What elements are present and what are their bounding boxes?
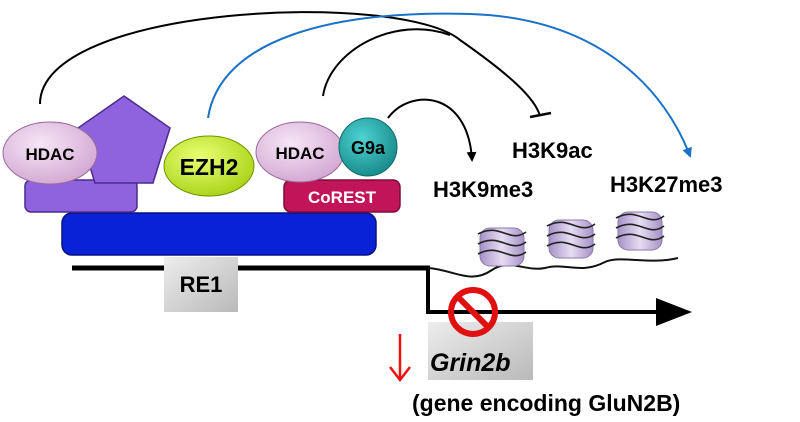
red-down-arrow-icon	[389, 334, 411, 383]
transcription-arrowhead	[656, 298, 692, 326]
nucleosome	[615, 211, 665, 251]
g9a-label: G9a	[351, 138, 386, 158]
rest-pentagon	[77, 95, 171, 184]
h3k9me3-label: H3K9me3	[433, 177, 533, 202]
gene-description: (gene encoding GluN2B)	[412, 390, 680, 416]
g9a-circle	[338, 117, 398, 177]
ezh2-oval	[163, 135, 255, 197]
grin2b-label: Grin2b	[430, 349, 511, 377]
scaffold-base	[24, 179, 138, 213]
hdac-left-oval	[2, 121, 98, 185]
inhibition-bar	[529, 111, 552, 119]
nucleosome	[477, 227, 527, 267]
h3k27me3-label: H3K27me3	[610, 172, 723, 197]
re1-label: RE1	[180, 272, 223, 297]
rest-dna-binding-domain	[61, 212, 377, 256]
g9a-to-h3k9me3-arrow	[387, 98, 477, 162]
transcription-start-arrow	[426, 268, 662, 314]
corest-label: CoREST	[308, 188, 377, 207]
hdac-right-arc	[322, 28, 451, 97]
nucleosome	[546, 219, 596, 259]
re1-box	[164, 257, 238, 312]
corest-box	[283, 179, 401, 213]
hdac-right-label: HDAC	[275, 144, 324, 163]
hdac-left-label: HDAC	[25, 145, 74, 164]
h3k9ac-label: H3K9ac	[512, 138, 593, 163]
no-entry-sign-icon	[448, 287, 498, 337]
chromatin-linker	[427, 257, 679, 278]
ezh2-label: EZH2	[180, 154, 239, 180]
ezh2-to-h3k27me3-arrow	[207, 12, 692, 158]
hdac-to-h3k9ac-inhibition-arc	[39, 11, 541, 117]
